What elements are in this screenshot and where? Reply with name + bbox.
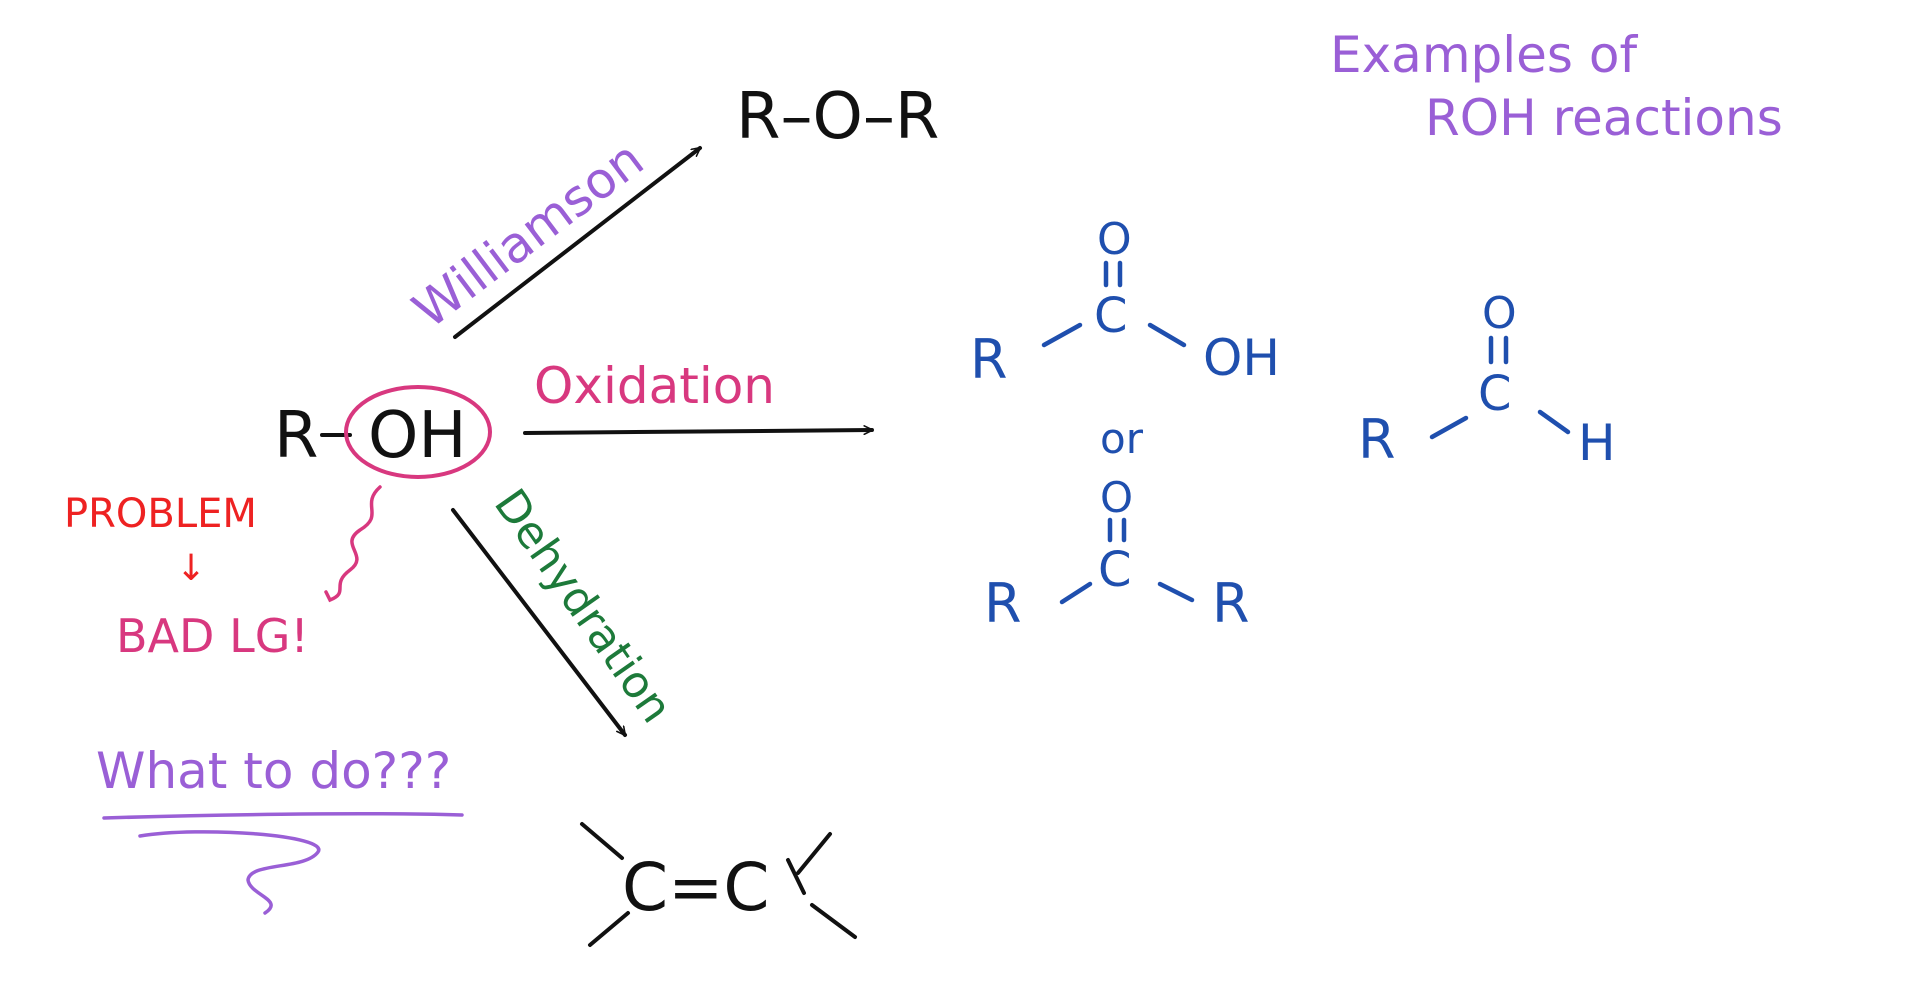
question-annotation: What to do??? — [96, 742, 464, 915]
acid-carbon: C — [1094, 288, 1128, 344]
dehydration-arrow — [451, 508, 627, 737]
ketone-structure: O C R R — [984, 473, 1250, 635]
oxidation-label: Oxidation — [534, 357, 775, 415]
williamson-label: Williamson — [402, 130, 654, 340]
problem-label: PROBLEM — [64, 491, 257, 537]
williamson-arrow — [453, 146, 702, 339]
title-line-2: ROH reactions — [1425, 89, 1783, 147]
alkene-core: C=C — [622, 849, 769, 926]
aldehyde-carbon: C — [1478, 366, 1512, 422]
oxidation-branch: Oxidation O C R OH or O C R R O — [523, 214, 1616, 635]
title: Examples of ROH reactions — [1330, 26, 1783, 147]
dehydration-label: Dehydration — [484, 480, 682, 732]
ether-product: R–O–R — [736, 80, 939, 154]
alkene-bond-lower-left — [588, 911, 630, 947]
ketone-right-bond — [1157, 581, 1195, 603]
question-scribble — [138, 830, 321, 915]
aldehyde-structure: O C R H — [1358, 288, 1616, 472]
carboxylic-acid-structure: O C R OH — [970, 214, 1280, 391]
ketone-r-right: R — [1212, 572, 1250, 635]
ketone-left-bond — [1059, 581, 1093, 605]
acid-oxygen: O — [1097, 214, 1132, 265]
aldehyde-h: H — [1578, 414, 1616, 472]
ketone-r-left: R — [984, 572, 1022, 635]
problem-arrow: ↓ — [176, 548, 206, 589]
acid-oh-bond — [1147, 322, 1187, 348]
dehydration-branch: Dehydration C=C — [451, 480, 857, 947]
question-underline — [102, 812, 464, 820]
aldehyde-r-bond — [1429, 415, 1469, 440]
ketone-oxygen: O — [1100, 473, 1133, 522]
squiggle-connector — [324, 485, 382, 603]
aldehyde-r-group: R — [1358, 408, 1396, 471]
aldehyde-h-bond — [1537, 409, 1571, 435]
alkene-bond-lower-right — [810, 903, 857, 939]
alkene-bond-upper-right-lower — [786, 858, 806, 895]
alkene-bond-upper-left — [580, 822, 624, 860]
ketone-carbon: C — [1098, 542, 1132, 598]
question-text: What to do??? — [96, 742, 451, 800]
or-label: or — [1100, 414, 1144, 463]
bad-lg-label: BAD LG! — [116, 609, 309, 663]
oxidation-arrow — [523, 430, 874, 433]
aldehyde-oxygen: O — [1482, 288, 1517, 339]
problem-annotation: PROBLEM ↓ BAD LG! — [64, 485, 382, 663]
acid-oh-group: OH — [1203, 329, 1280, 387]
reactant-roh: R OH — [274, 385, 492, 479]
acid-r-group: R — [970, 328, 1008, 391]
alkene-product: C=C — [580, 822, 857, 947]
alkene-bond-upper-right — [796, 832, 832, 875]
reactant-oh: OH — [368, 399, 467, 473]
williamson-branch: Williamson R–O–R — [402, 80, 939, 340]
oh-highlight-circle — [344, 385, 492, 479]
acid-r-bond — [1041, 322, 1083, 348]
title-line-1: Examples of — [1330, 26, 1638, 84]
reactant-r: R — [274, 399, 318, 473]
